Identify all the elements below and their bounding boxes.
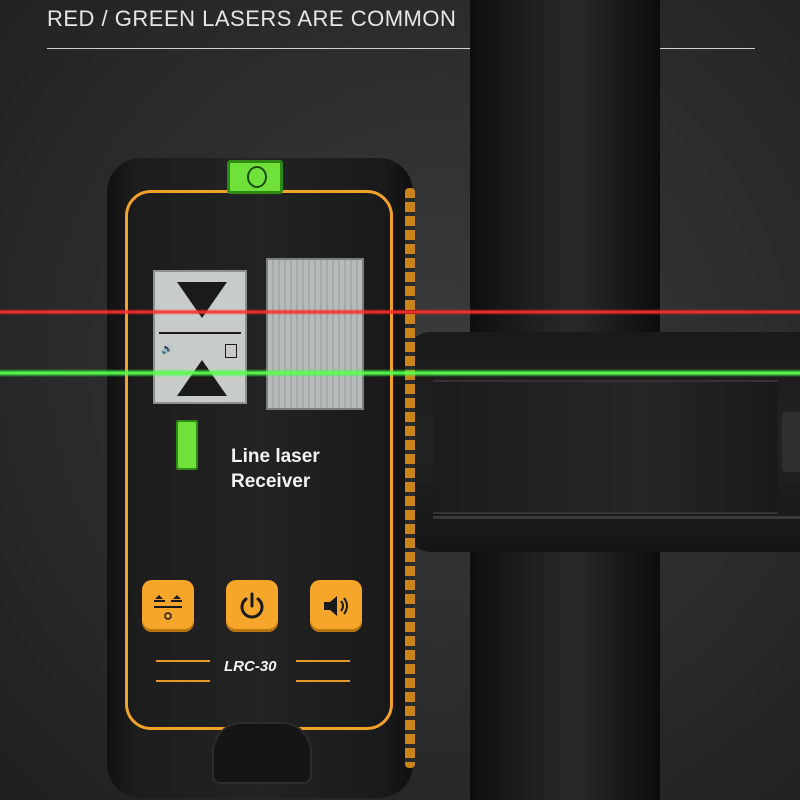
green-laser-line [0,369,800,377]
lcd-center-line [159,332,241,334]
product-label-line1: Line laser [231,446,320,467]
product-label-line2: Receiver [231,471,311,492]
model-deco-right [296,660,350,682]
speaker-grille [212,722,312,784]
receiver-side-strip [405,188,415,768]
headline: RED / GREEN LASERS ARE COMMON [47,6,457,31]
red-laser-line [0,309,800,315]
headline-rule [47,48,755,49]
mounting-clamp [405,332,800,552]
precision-toggle-icon [154,595,182,620]
side-bubble-vial [176,420,198,470]
model-deco-left [156,660,210,682]
receiving-window [266,258,364,410]
precision-button[interactable] [142,580,194,632]
top-bubble-vial [227,160,283,194]
clamp-ridge [433,516,800,519]
lcd-arrow-up-icon [177,360,227,396]
volume-icon [324,596,348,616]
power-icon [240,592,264,619]
power-button[interactable] [226,580,278,632]
model-label: LRC-30 [224,658,277,675]
lcd-display: 🔊 [153,270,247,404]
lcd-speaker-icon: 🔊 [161,344,174,355]
volume-button[interactable] [310,580,362,632]
clamp-knob [782,412,800,472]
clamp-face [433,380,778,514]
lcd-battery-icon [225,344,237,358]
